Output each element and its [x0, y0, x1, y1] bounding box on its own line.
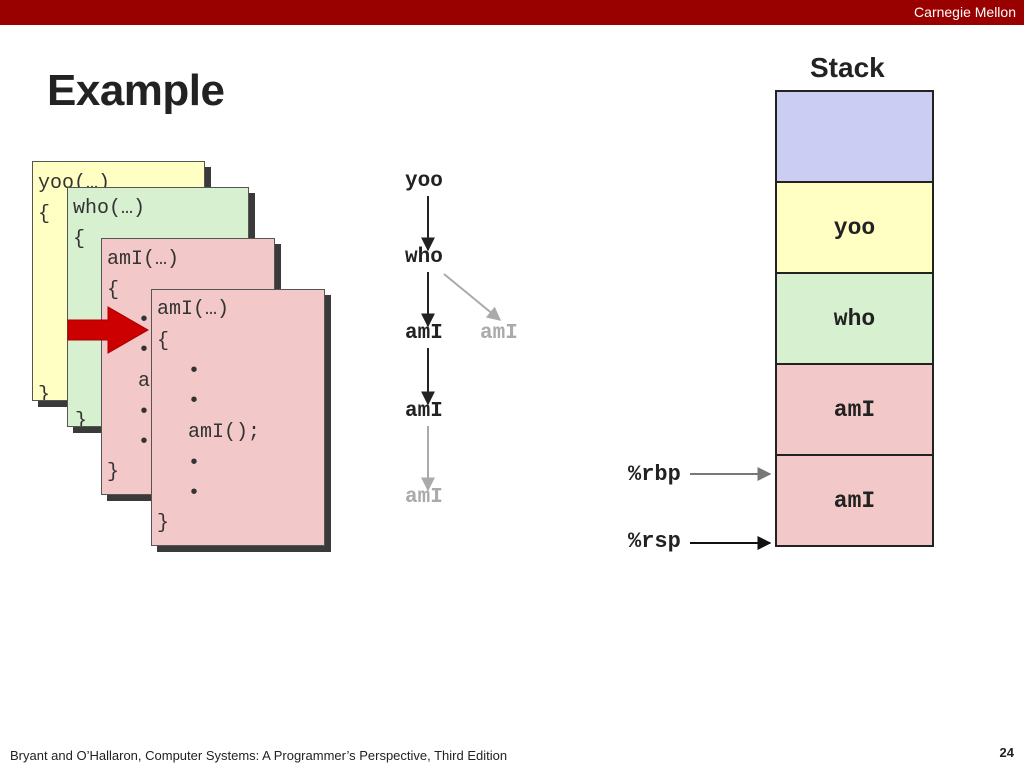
code-card-ami-inner: amI(…) { • • amI(); • • }	[151, 289, 325, 546]
code-brace-close: }	[157, 512, 170, 535]
red-arrow-icon	[67, 306, 150, 354]
stack-frame-label: amI	[833, 397, 876, 423]
code-signature: who(…)	[73, 197, 146, 220]
code-brace-close: }	[38, 384, 51, 401]
code-bullet: •	[188, 482, 201, 505]
code-bullet: •	[188, 360, 201, 383]
page-number: 24	[999, 745, 1014, 760]
stack-diagram: yoo who amI amI	[775, 90, 934, 547]
footer-citation: Bryant and O’Hallaron, Computer Systems:…	[10, 748, 508, 763]
code-bullet: •	[138, 431, 151, 454]
tree-node-ami: amI	[405, 400, 443, 423]
code-bullet: •	[138, 401, 151, 424]
brand-label: Carnegie Mellon	[914, 4, 1016, 20]
call-edge-2	[443, 273, 502, 321]
slide-title: Example	[47, 66, 225, 115]
code-bullet: •	[138, 339, 151, 362]
code-signature: amI(…)	[157, 298, 230, 321]
top-bar: Carnegie Mellon	[0, 0, 1024, 25]
code-partial-call: a	[138, 370, 151, 393]
code-recursive-call: amI();	[188, 421, 261, 444]
tree-node-ami-dim: amI	[405, 486, 443, 509]
tree-node-ami-dim: amI	[480, 322, 518, 345]
stack-frame-label: who	[833, 306, 876, 332]
code-brace-close: }	[75, 410, 88, 427]
code-signature: amI(…)	[107, 248, 180, 271]
register-rbp: %rbp	[628, 462, 681, 487]
code-brace-open: {	[38, 203, 51, 226]
stack-title: Stack	[810, 52, 885, 83]
code-bullet: •	[188, 452, 201, 475]
stack-frame-label: yoo	[833, 215, 876, 241]
stack-frame-ami: amI	[775, 454, 934, 547]
register-rsp: %rsp	[628, 529, 681, 554]
code-bullet: •	[188, 390, 201, 413]
code-brace-open: {	[157, 330, 170, 353]
tree-node-who: who	[405, 246, 443, 269]
stack-frame-label: amI	[833, 488, 876, 514]
code-brace-close: }	[107, 461, 120, 484]
stack-frame	[775, 90, 934, 183]
code-brace-open: {	[73, 228, 86, 251]
stack-frame-who: who	[775, 272, 934, 365]
tree-node-yoo: yoo	[405, 170, 443, 193]
code-brace-open: {	[107, 279, 120, 302]
tree-node-ami: amI	[405, 322, 443, 345]
